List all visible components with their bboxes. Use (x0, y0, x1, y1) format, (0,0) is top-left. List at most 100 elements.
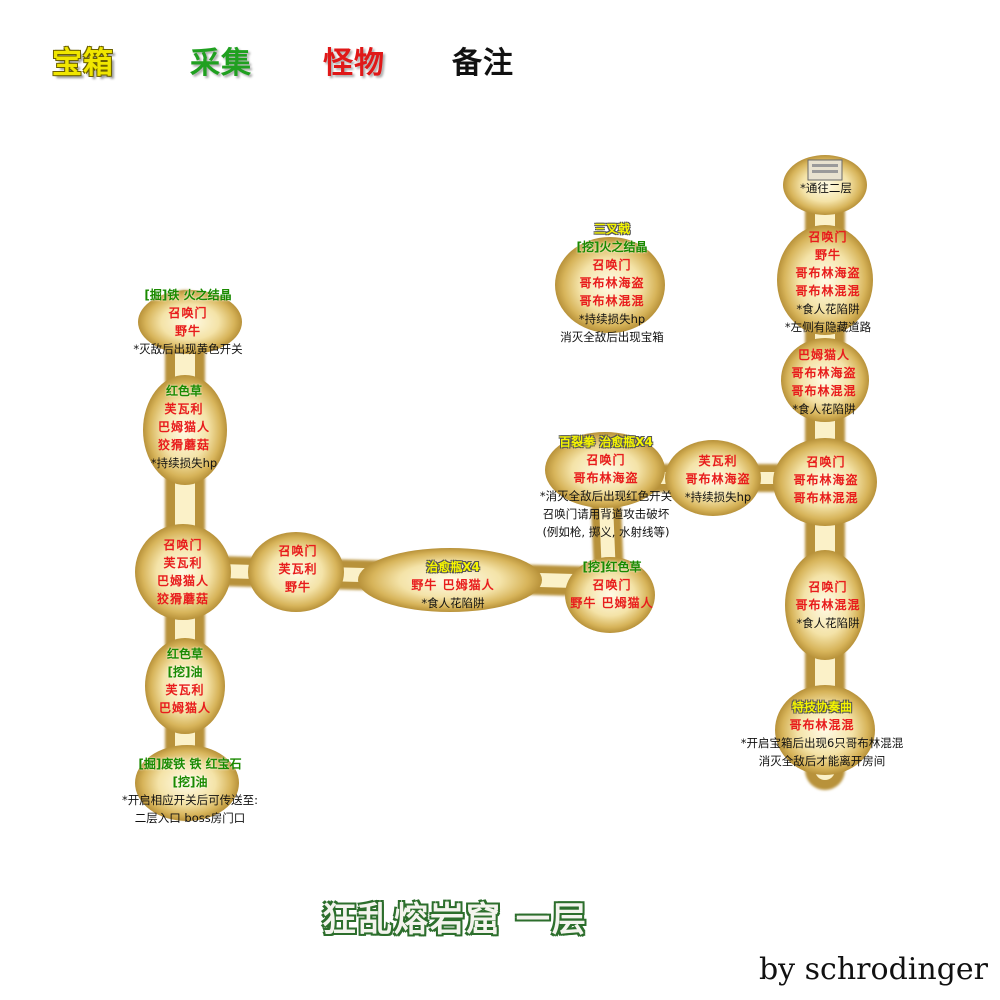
room-east-mid (781, 338, 869, 422)
room-west-junction (135, 524, 231, 620)
room-west-upper (143, 375, 227, 485)
monster-label: 召唤门 (592, 578, 632, 592)
annotation-east-lower: 召唤门哥布林混混*食人花陷阱 (795, 578, 860, 632)
note-label: 二层入口 boss房门口 (134, 811, 246, 825)
monster-label: 哥布林海盗 (579, 276, 645, 290)
gather-label: [挖]红色草 (582, 560, 642, 574)
note-label: *灭敌后出现黄色开关 (133, 342, 243, 356)
room-nw (138, 290, 242, 354)
legend-note: 备注 (452, 46, 514, 81)
gather-label: 红色草 (166, 647, 204, 661)
gather-label: 红色草 (165, 384, 202, 398)
note-label: *食人花陷阱 (421, 596, 485, 610)
note-label: *开启相应开关后可传送至: (121, 793, 259, 807)
note-label: 消灭全敌后出现宝箱 (560, 330, 664, 344)
room-east-lower (785, 550, 865, 660)
note-label: *食人花陷阱 (796, 302, 860, 316)
monster-label: 巴姆猫人 (157, 420, 210, 434)
room-center-south (565, 557, 655, 633)
room-east-upper (777, 225, 873, 335)
monster-label: 哥布林混混 (789, 718, 855, 732)
monster-label: 召唤门 (168, 306, 208, 320)
room-west-lower (145, 638, 225, 734)
note-label: *持续损失hp (578, 312, 646, 326)
note-label: *左侧有隐藏道路 (784, 320, 872, 334)
stairs-icon (807, 159, 843, 181)
monster-label: 哥布林混混 (795, 598, 861, 612)
legend-gather: 采集 (190, 46, 252, 81)
annotation-north-room: 三叉戟 [挖]火之结晶召唤门哥布林海盗哥布林混混 *持续损失hp 消灭全敌后出现宝箱 (560, 220, 664, 346)
monster-label: 哥布林海盗 (685, 472, 751, 486)
annotation-corridor-room: 召唤门芙瓦利野牛 (278, 542, 317, 596)
chest-label: 治愈瓶X4 (426, 560, 480, 574)
annotation-east-junction: 召唤门哥布林海盗哥布林混混 (793, 453, 858, 507)
monster-label: 巴姆猫人 (158, 701, 212, 715)
monster-label: 芙瓦利 (164, 402, 204, 416)
monster-label: 野牛 巴姆猫人 (570, 596, 654, 610)
monster-label: 巴姆猫人 (797, 348, 851, 362)
room-sw (135, 745, 239, 821)
annotation-east-corridor: 芙瓦利哥布林海盗*持续损失hp (685, 452, 751, 506)
author-credit: by schrodinger (758, 952, 988, 987)
monster-label: 召唤门 (806, 455, 846, 469)
annotation-sw-room: [掘]废铁 铁 红宝石 [挖]油 *开启相应开关后可传送至: 二层入口 boss房门口 (122, 755, 258, 827)
room-east-junction (773, 438, 877, 526)
monster-label: 野牛 (814, 248, 841, 262)
note-label: *持续损失hp (684, 490, 752, 504)
legend-chest: 宝箱 (52, 46, 114, 81)
monster-label: 哥布林海盗 (795, 266, 861, 280)
monster-label: 哥布林混混 (579, 294, 645, 308)
annotation-east-top: *通往二层 (800, 179, 852, 197)
note-label: *持续损失hp (150, 456, 218, 470)
annotation-center-south: [挖]红色草召唤门野牛 巴姆猫人 (570, 558, 653, 612)
monster-label: 哥布林混混 (791, 384, 857, 398)
chest-label: 百裂拳 治愈瓶X4 (559, 435, 653, 449)
monster-label: 芙瓦利 (165, 683, 205, 697)
monster-label: 芙瓦利 (278, 562, 318, 576)
map-title: 狂乱熔岩窟 一层 (322, 900, 588, 940)
monster-label: 召唤门 (808, 230, 848, 244)
note-label: *开启宝箱后出现6只哥布林混混 (740, 736, 904, 750)
rooms (135, 155, 877, 821)
annotation-west-upper: 红色草芙瓦利巴姆猫人狡猾蘑菇 *持续损失hp (151, 382, 217, 472)
note-label: *食人花陷阱 (796, 616, 860, 630)
monster-label: 哥布林海盗 (791, 366, 857, 380)
note-label: 消灭全敌后才能离开房间 (758, 754, 886, 768)
monster-label: 狡猾蘑菇 (157, 438, 210, 452)
annotation-east-upper: 召唤门野牛哥布林海盗哥布林混混 *食人花陷阱 *左侧有隐藏道路 (785, 228, 871, 336)
room-corridor-mid (358, 548, 542, 612)
monster-label: 哥布林混混 (795, 284, 861, 298)
legend-monster: 怪物 (323, 46, 385, 81)
monster-label: 哥布林混混 (793, 491, 859, 505)
gather-label: [挖]油 (167, 665, 203, 679)
room-east-corridor (665, 440, 761, 516)
monster-label: 召唤门 (278, 544, 318, 558)
annotation-nw-room: [掘]铁 火之结晶召唤门野牛*灭敌后出现黄色开关 (133, 286, 242, 358)
chest-label: 三叉戟 (593, 222, 630, 236)
room-north (555, 237, 665, 333)
monster-label: 哥布林海盗 (573, 471, 639, 485)
note-label: *食人花陷阱 (792, 402, 856, 416)
monster-label: 哥布林海盗 (793, 473, 859, 487)
chest-label: 特技协奏曲 (791, 700, 853, 714)
gather-label: [挖]油 (172, 775, 208, 789)
monster-label: 召唤门 (586, 453, 626, 467)
gather-label: [掘]废铁 铁 红宝石 (138, 757, 242, 771)
note-label: *通往二层 (800, 181, 852, 195)
monster-label: 野牛 (174, 324, 201, 338)
room-se (775, 685, 875, 775)
annotation-corridor-mid: 治愈瓶X4 野牛 巴姆猫人 *食人花陷阱 (411, 558, 494, 612)
annotation-west-lower: 红色草 [挖]油芙瓦利巴姆猫人 (159, 645, 211, 717)
gather-label: [挖]火之结晶 (576, 240, 648, 254)
monster-label: 召唤门 (592, 258, 632, 272)
annotation-west-junction: 召唤门芙瓦利巴姆猫人狡猾蘑菇 (157, 536, 209, 608)
room-east-top (783, 155, 867, 215)
monster-label: 野牛 巴姆猫人 (411, 578, 495, 592)
monster-label: 野牛 (284, 580, 312, 594)
monster-label: 召唤门 (163, 538, 203, 552)
monster-label: 狡猾蘑菇 (156, 592, 210, 606)
monster-label: 巴姆猫人 (156, 574, 210, 588)
room-corridor (248, 532, 344, 612)
